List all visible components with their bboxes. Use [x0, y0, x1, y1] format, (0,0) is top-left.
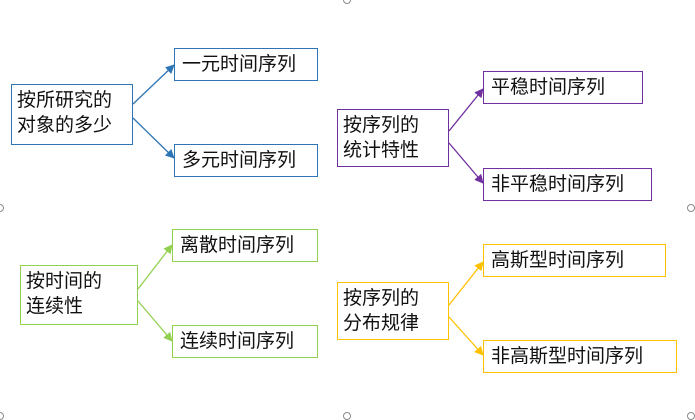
arrow-quantity-to-multivariate — [132, 117, 175, 159]
stats-root-line-1: 按序列的 — [343, 114, 420, 136]
quantity-root-line-2: 对象的多少 — [17, 114, 113, 136]
nongaussian-series-label: 非高斯型时间序列 — [491, 345, 644, 367]
continuous-series-node[interactable]: 连续时间序列 — [172, 325, 318, 358]
continuity-root-node[interactable]: 按时间的 连续性 — [20, 265, 138, 325]
discrete-series-label: 离散时间序列 — [180, 234, 295, 256]
continuity-root-line-2: 连续性 — [26, 295, 84, 317]
univariate-series-node[interactable]: 一元时间序列 — [174, 48, 318, 81]
distribution-root-line-2: 分布规律 — [343, 312, 420, 334]
multivariate-series-label: 多元时间序列 — [182, 149, 297, 171]
univariate-series-label: 一元时间序列 — [182, 53, 297, 75]
arrow-distribution-to-nongaussian — [448, 316, 484, 356]
arrow-stats-to-nonstationary — [448, 142, 484, 184]
continuous-series-label: 连续时间序列 — [180, 330, 295, 352]
stationary-series-label: 平稳时间序列 — [491, 76, 606, 98]
stats-root-line-2: 统计特性 — [343, 139, 420, 161]
arrow-quantity-to-univariate — [132, 64, 175, 105]
gaussian-series-node[interactable]: 高斯型时间序列 — [483, 244, 666, 277]
continuity-root-line-1: 按时间的 — [26, 270, 103, 292]
nongaussian-series-node[interactable]: 非高斯型时间序列 — [483, 340, 677, 373]
multivariate-series-node[interactable]: 多元时间序列 — [174, 144, 318, 177]
stationary-series-node[interactable]: 平稳时间序列 — [483, 71, 643, 104]
distribution-root-line-1: 按序列的 — [343, 287, 420, 309]
nonstationary-series-label: 非平稳时间序列 — [491, 173, 625, 195]
discrete-series-node[interactable]: 离散时间序列 — [172, 229, 318, 262]
arrow-distribution-to-gaussian — [448, 261, 484, 306]
arrow-continuity-to-discrete — [137, 244, 173, 290]
distribution-root-node[interactable]: 按序列的 分布规律 — [337, 282, 449, 340]
resize-handle-right[interactable] — [687, 204, 695, 212]
arrow-continuity-to-continuous — [137, 300, 173, 342]
nonstationary-series-node[interactable]: 非平稳时间序列 — [483, 168, 652, 201]
stats-root-node[interactable]: 按序列的 统计特性 — [337, 109, 449, 167]
quantity-root-node[interactable]: 按所研究的 对象的多少 — [11, 84, 133, 145]
quantity-root-line-1: 按所研究的 — [17, 89, 113, 111]
gaussian-series-label: 高斯型时间序列 — [491, 249, 625, 271]
arrow-stats-to-stationary — [448, 88, 484, 132]
